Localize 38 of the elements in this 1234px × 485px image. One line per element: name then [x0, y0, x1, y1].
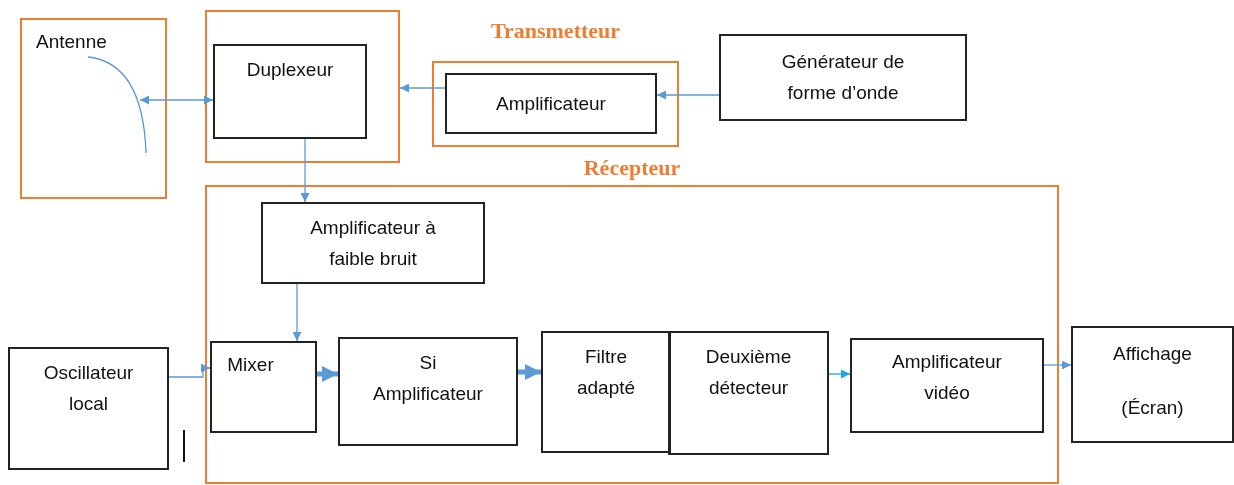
- box-label: Générateur de forme d’onde: [780, 50, 906, 105]
- box-label: Amplificateur vidéo: [891, 350, 1003, 405]
- process-box: [210, 341, 317, 433]
- arrow: [399, 83, 446, 93]
- box-label: Duplexeur: [245, 58, 335, 82]
- box-label: (Écran): [1120, 396, 1185, 420]
- section-heading: Transmetteur: [489, 18, 622, 44]
- arrow: [168, 363, 211, 378]
- arrow: [292, 283, 302, 342]
- section-heading: Récepteur: [582, 155, 682, 181]
- group-frame: [205, 10, 400, 163]
- arrow: [1043, 360, 1072, 370]
- box-label: Affichage: [1112, 342, 1193, 366]
- box-label: Deuxième détecteur: [704, 345, 793, 400]
- arrow: [139, 95, 214, 105]
- process-box: [541, 331, 671, 453]
- box-label: Mixer: [226, 353, 275, 377]
- process-box: [338, 337, 518, 446]
- arrow: [656, 90, 720, 100]
- arrow: [518, 364, 541, 380]
- process-box: [719, 34, 967, 121]
- process-box: [8, 347, 169, 470]
- arrow: [828, 369, 851, 379]
- arrow: [317, 366, 338, 382]
- process-box: [213, 44, 367, 139]
- group-frame: [20, 18, 167, 199]
- process-box: [850, 338, 1044, 433]
- box-label: Oscillateur local: [42, 361, 135, 416]
- process-box: [261, 202, 485, 284]
- arrow: [300, 138, 310, 203]
- process-box: [668, 331, 829, 455]
- box-label: Amplificateur: [495, 92, 607, 116]
- process-box: [1071, 326, 1234, 443]
- box-label: Amplificateur à faible bruit: [309, 216, 437, 271]
- box-label: Antenne: [35, 30, 107, 54]
- box-label: Si Amplificateur: [372, 351, 484, 406]
- process-box: [445, 73, 657, 134]
- box-label: Filtre adapté: [575, 345, 637, 400]
